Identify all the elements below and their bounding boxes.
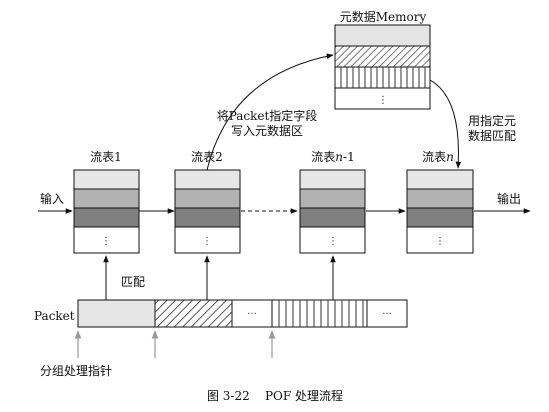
packet-segment-1: [77, 299, 156, 328]
flow-table-1-name: 流表1: [90, 150, 122, 164]
packet-dots-1: ···: [247, 309, 257, 320]
flow-table-1-row-more: [73, 226, 140, 254]
flow-table-n-minus-1-row-more: [299, 226, 366, 254]
flow-table-2-name: 流表2: [191, 150, 223, 164]
flow-table-1-row-3: [73, 207, 140, 228]
output-label: 输出: [497, 191, 521, 206]
flow-table-2-row-3: [174, 207, 241, 228]
flow-table-n-minus-1-row-1: [299, 169, 366, 190]
flow-table-1-ellipsis: ⋮: [101, 236, 111, 247]
memory-stripes: [340, 67, 426, 88]
packet-dots-2: ···: [382, 309, 392, 320]
write-metadata-arrow: [206, 53, 334, 171]
flow-table-2-row-more: [174, 226, 241, 254]
packet-segment-dots-1: [231, 299, 273, 328]
memory-ellipsis: ⋮: [378, 95, 388, 106]
match-metadata-label-line2: 数据匹配: [468, 128, 516, 143]
flow-table-n-minus-1-ellipsis: ⋮: [328, 236, 338, 247]
flow-table-n-row-3: [406, 207, 474, 228]
match-label: 匹配: [121, 275, 145, 289]
flow-table-2: 流表2 ⋮: [174, 150, 241, 254]
flow-table-1-row-2: [73, 188, 140, 209]
flow-table-1: 流表1 ⋮: [73, 150, 140, 254]
memory-row-1: [334, 24, 431, 47]
flow-table-n-minus-1-row-2: [299, 188, 366, 209]
match-metadata-label-line1: 用指定元: [468, 113, 516, 128]
write-metadata-label-line2: 写入元数据区: [231, 123, 303, 138]
packet-segment-striped: [271, 299, 368, 328]
packet-stripes: [278, 300, 364, 327]
packet: ··· ···: [77, 299, 408, 328]
flow-table-n-minus-1-name: 流表n-1: [311, 150, 354, 164]
write-metadata-label-line1: 将Packet指定字段: [217, 108, 318, 123]
flow-table-n-ellipsis: ⋮: [435, 236, 445, 247]
flow-table-n-row-2: [406, 188, 474, 209]
flow-table-2-row-2: [174, 188, 241, 209]
memory-row-more: [334, 87, 431, 110]
memory-row-hatched: [334, 45, 431, 68]
pointer-label: 分组处理指针: [40, 363, 112, 378]
flow-table-n-row-1: [406, 169, 474, 190]
flow-table-n-row-more: [406, 226, 474, 254]
match-metadata-arrow: [429, 79, 462, 169]
flow-table-2-row-1: [174, 169, 241, 190]
packet-segment-dots-2: [366, 299, 408, 328]
metadata-memory: 元数据Memory ⋮: [334, 9, 431, 110]
figure-caption: 图 3-22 POF 处理流程: [207, 388, 343, 403]
packet-label: Packet: [34, 309, 75, 323]
memory-title: 元数据Memory: [340, 9, 427, 24]
input-label: 输入: [40, 191, 64, 206]
flow-table-1-row-1: [73, 169, 140, 190]
flow-table-2-ellipsis: ⋮: [202, 236, 212, 247]
packet-segment-hatched: [154, 299, 233, 328]
flow-table-n-minus-1: 流表n-1 ⋮: [299, 150, 366, 254]
flow-table-n-name: 流表n: [422, 150, 454, 164]
flow-table-n: 流表n ⋮: [406, 150, 474, 254]
flow-table-n-minus-1-row-3: [299, 207, 366, 228]
